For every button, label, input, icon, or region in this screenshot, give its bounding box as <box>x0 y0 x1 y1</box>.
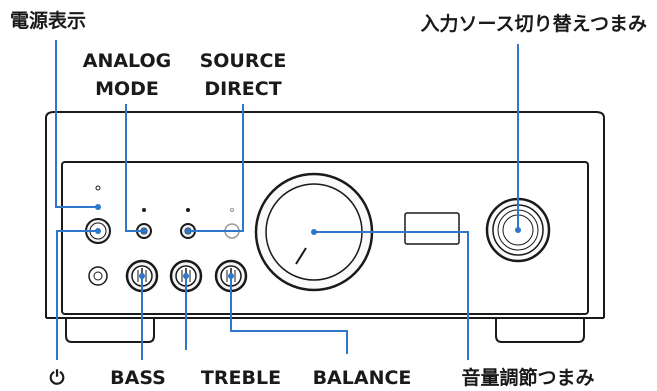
bass-label: BASS <box>110 367 166 389</box>
leader-lines <box>55 40 519 360</box>
balance-label: BALANCE <box>313 367 412 389</box>
source-direct-label-line2: DIRECT <box>204 78 281 100</box>
analog-mode-leader <box>125 104 144 232</box>
leader-endpoints <box>95 204 521 279</box>
treble-label: TREBLE <box>201 367 281 389</box>
power-button-graphic[interactable] <box>85 218 111 244</box>
display-window <box>404 212 460 245</box>
power-button-leader <box>56 230 98 360</box>
indicator-leds <box>95 185 234 212</box>
extra-led <box>230 208 234 212</box>
source-direct-label-line1: SOURCE <box>200 50 287 72</box>
source-direct-leader <box>188 104 244 232</box>
volume-leader <box>314 231 469 360</box>
balance-leader <box>230 276 348 354</box>
headphone-jack <box>88 266 108 286</box>
power-indicator-leader <box>55 40 98 208</box>
volume-label: 音量調節つまみ <box>461 366 594 389</box>
analog-mode-led <box>142 208 146 212</box>
amplifier-body <box>45 111 605 343</box>
analog-mode-label-line1: ANALOG <box>83 50 172 72</box>
source-direct-led <box>186 208 190 212</box>
power-button-label: ⏻ <box>49 367 64 389</box>
input-selector-label: 入力ソース切り替えつまみ <box>421 12 647 35</box>
power-indicator-label: 電源表示 <box>10 9 86 32</box>
power-led <box>95 185 101 191</box>
analog-mode-label-line2: MODE <box>95 78 159 100</box>
